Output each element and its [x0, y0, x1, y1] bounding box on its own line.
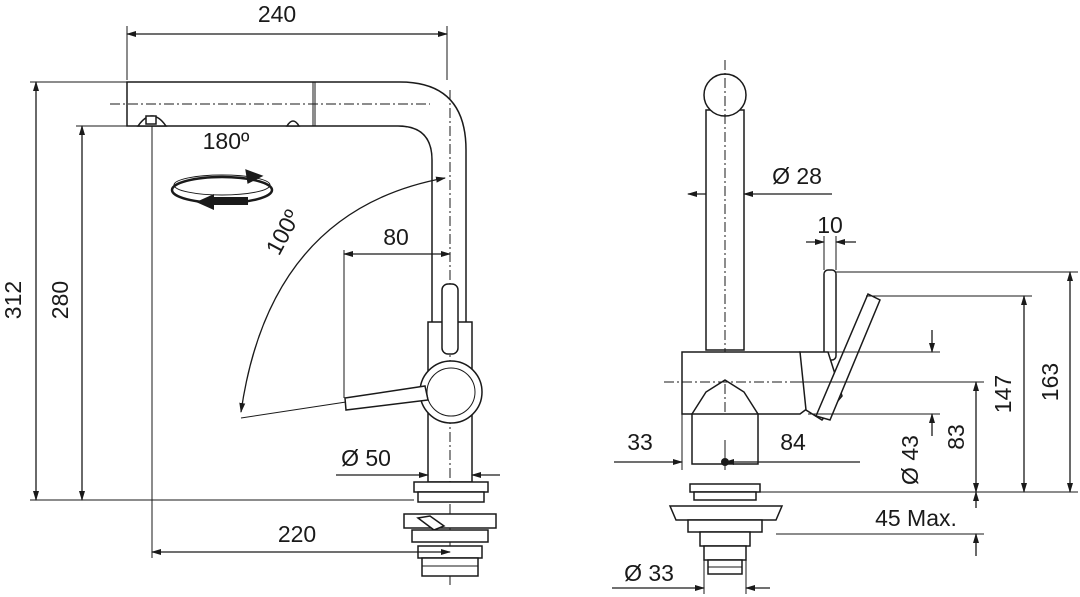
dim-reach-spout: 240: [258, 1, 296, 27]
front-dim-hole-diameter: Ø 33: [624, 560, 674, 586]
lever-upright: [441, 283, 459, 355]
rotation-label: 180º: [203, 128, 250, 154]
front-dim-right: 84: [780, 429, 806, 455]
lever-angle-label: 100º: [260, 205, 305, 259]
front-body: [681, 351, 809, 415]
dim-lever: 80: [383, 224, 409, 250]
front-dim-body-diameter: Ø 43: [897, 435, 923, 485]
front-dim-height-83: 83: [943, 424, 969, 450]
front-dim-height-147: 147: [990, 375, 1016, 413]
front-dim-lever-width: 10: [817, 212, 843, 238]
spout-body: [126, 81, 467, 331]
dim-height-outlet: 280: [47, 281, 73, 319]
front-dim-height-163: 163: [1037, 363, 1063, 401]
front-dim-spout-diameter: Ø 28: [772, 163, 822, 189]
front-lever-stem: [823, 269, 837, 361]
front-dim-left: 33: [627, 429, 653, 455]
front-dim-deck-thickness: 45 Max.: [875, 505, 957, 531]
dim-height-total: 312: [0, 281, 26, 319]
front-view: Ø 28 10 Ø 43 83 147 163 33 84: [612, 60, 1078, 594]
lever-hub: [419, 360, 483, 424]
rotation-arrow-icon: [170, 169, 274, 210]
dim-reach-outlet: 220: [278, 521, 316, 547]
side-view: 240 312 280 180º 100º 80 Ø 50: [0, 1, 500, 585]
dim-body-diameter: Ø 50: [341, 445, 391, 471]
lever-handle: [344, 385, 429, 411]
